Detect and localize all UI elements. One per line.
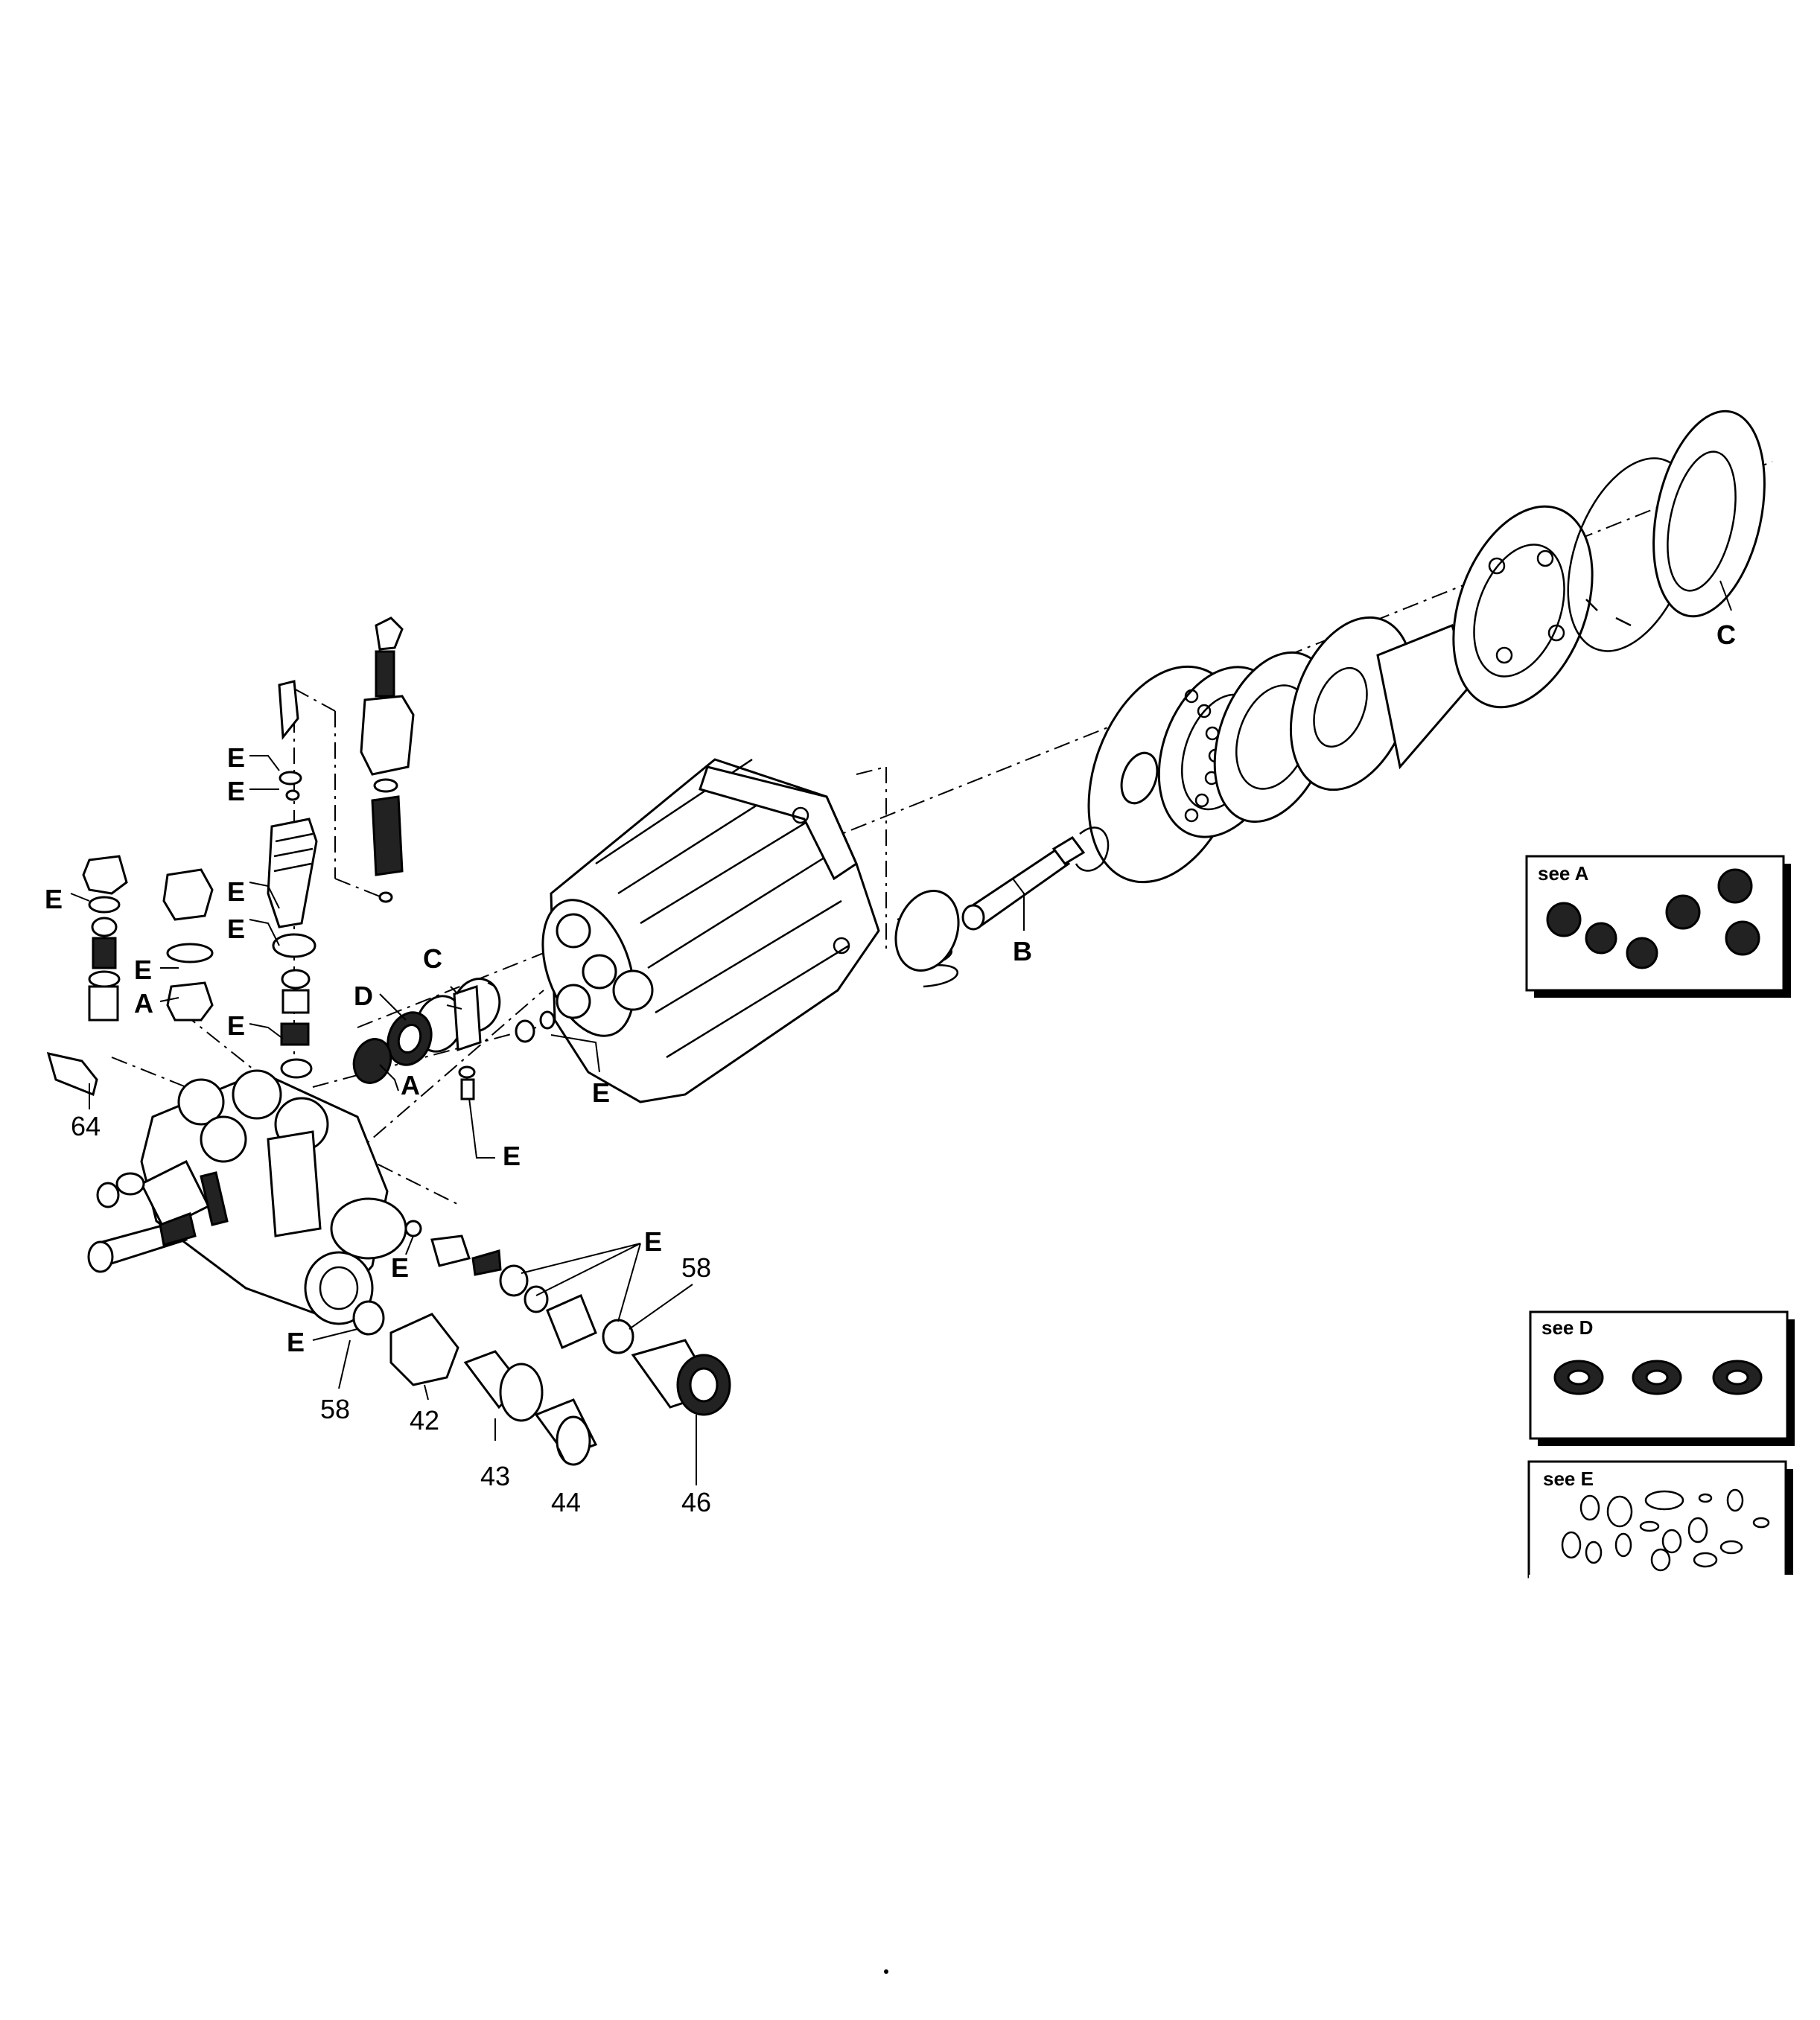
callout-42: 42 [410, 1405, 439, 1436]
callout-b: B [1013, 936, 1032, 966]
callout-e: E [227, 914, 245, 944]
callout-e: E [592, 1077, 610, 1108]
callout-e: E [45, 884, 63, 914]
callout-58: 58 [320, 1394, 350, 1424]
stray-dot [884, 1969, 888, 1974]
callout-44: 44 [551, 1487, 581, 1517]
callout-e: E [227, 876, 245, 907]
callout-a: A [401, 1070, 420, 1100]
callout-d: D [354, 981, 373, 1011]
kit-box-a: see A [1525, 855, 1791, 998]
kit-e-title: see E [1543, 1468, 1594, 1490]
hex-plug-icons [1546, 868, 1760, 969]
outlet-fittings [352, 984, 731, 1466]
callout-e: E [134, 955, 152, 985]
pump-head [87, 1069, 407, 1325]
callout-a: A [134, 988, 153, 1019]
callout-e: E [287, 1327, 305, 1357]
seal-ring-icons [1553, 1360, 1763, 1395]
unloader-valve [267, 616, 415, 1079]
pump-housing [541, 758, 880, 1103]
callout-e: E [227, 742, 245, 773]
kit-box-e: see E [1527, 1460, 1797, 1590]
callout-64: 64 [71, 1111, 101, 1141]
kit-d-title: see D [1541, 1316, 1593, 1339]
callout-e: E [391, 1252, 409, 1283]
callout-e: E [644, 1226, 662, 1257]
callout-43: 43 [480, 1461, 510, 1491]
leader-lines [70, 580, 1732, 1485]
callout-c: C [423, 943, 442, 974]
callout-c: C [1716, 619, 1736, 650]
plunger-assembly [894, 826, 1110, 988]
kit-box-d: see D [1529, 1310, 1795, 1446]
shaft-bearing-stack [1087, 410, 1766, 884]
callout-46: 46 [681, 1487, 711, 1517]
callout-e: E [227, 1010, 245, 1041]
callouts: E E E E E E E E E E E E A A B C C D 64 5… [45, 619, 1736, 1517]
callout-e: E [503, 1141, 521, 1171]
left-plugs [46, 855, 214, 1097]
o-ring-icons [1561, 1488, 1770, 1572]
callout-58: 58 [681, 1252, 711, 1283]
callout-e: E [227, 776, 245, 806]
kit-a-title: see A [1538, 862, 1589, 885]
